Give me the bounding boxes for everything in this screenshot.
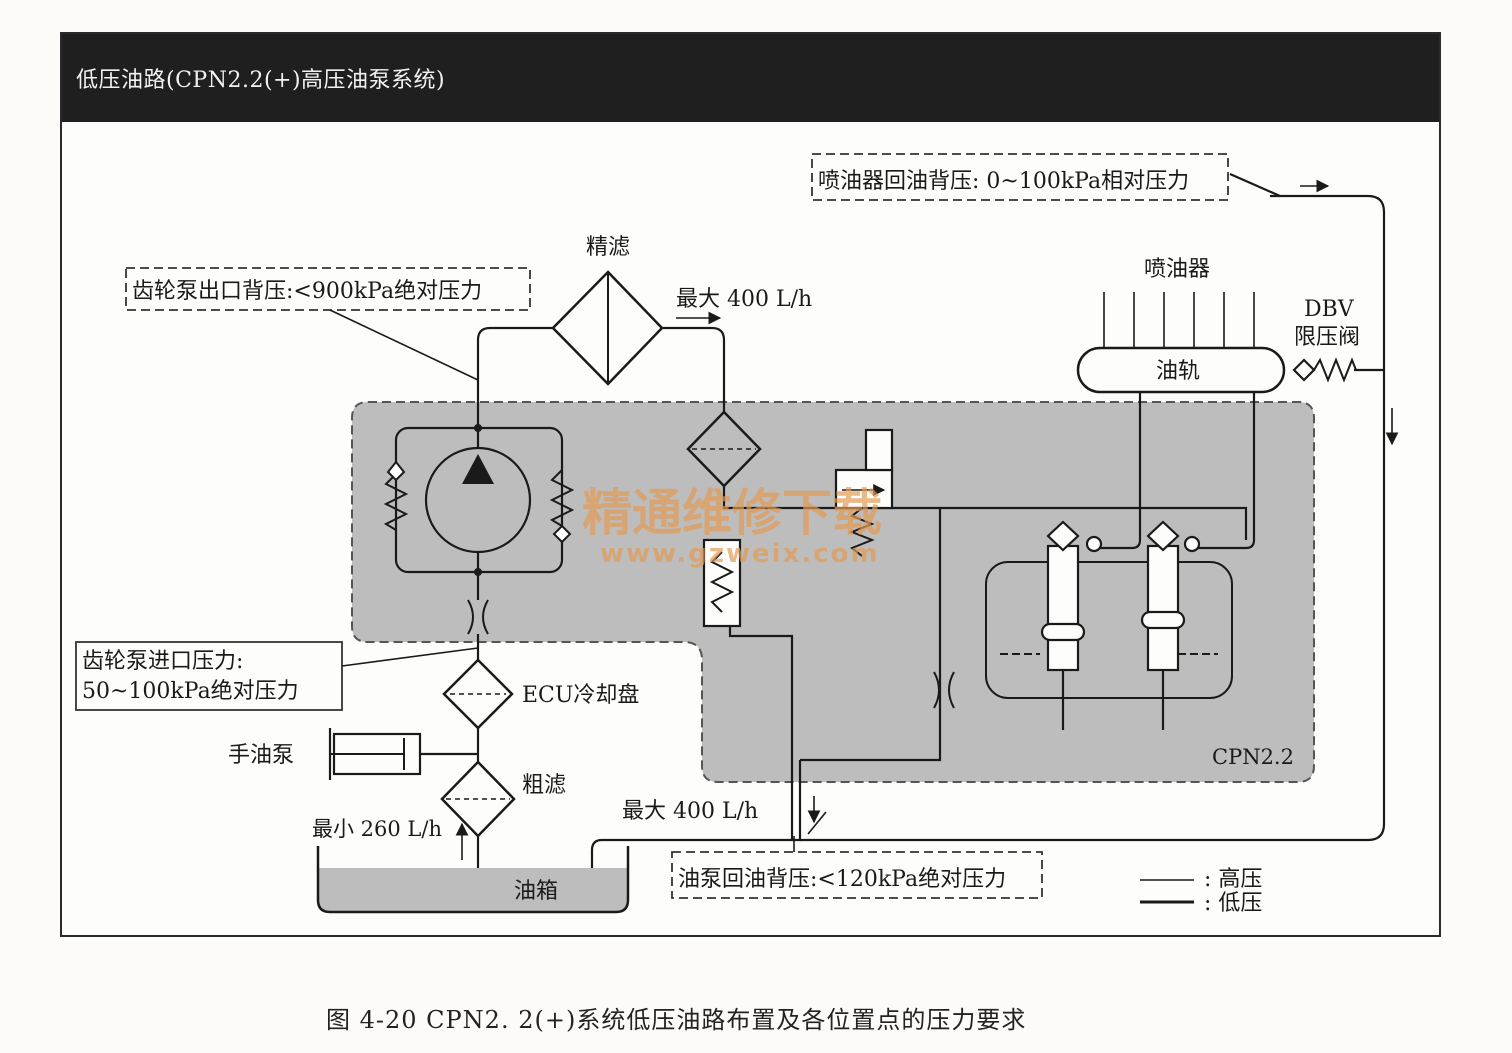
injector-return-leader <box>1229 172 1281 198</box>
pipe-chamber-feed <box>940 506 1248 540</box>
pipe-rail-left <box>1100 392 1142 550</box>
spring-right-icon <box>549 469 575 527</box>
fuel-tank <box>316 846 630 914</box>
high-pressure-chamber <box>985 561 1233 699</box>
plunger-right <box>1140 520 1201 730</box>
label-cpn: CPN2.2 <box>1212 745 1294 769</box>
plunger-left <box>1040 520 1103 730</box>
injector-lines <box>1103 292 1255 348</box>
watermark-url: www.gzweix.com <box>600 539 880 569</box>
figure-caption: 图 4-20 CPN2. 2(+)系统低压油路布置及各位置点的压力要求 <box>326 1006 1027 1034</box>
spring-left-icon <box>383 473 409 531</box>
fuel-rail <box>1076 346 1286 394</box>
label-dbv-valve: 限压阀 <box>1294 325 1360 350</box>
pipe-bottom-loop <box>800 720 942 762</box>
callout-gear-pump-inlet <box>75 641 343 711</box>
callout-pump-return <box>671 851 1043 899</box>
label-max-flow-top: 最大 400 L/h <box>676 287 812 312</box>
label-pump-return: 油泵回油背压:<120kPa绝对压力 <box>678 867 1006 892</box>
label-tank: 油箱 <box>514 879 558 904</box>
pipe-return-tank <box>590 760 802 900</box>
label-injector-return: 喷油器回油背压: 0~100kPa相对压力 <box>818 169 1189 194</box>
pressure-regulator <box>702 538 742 628</box>
watermark-title: 精通维修下载 <box>582 484 882 542</box>
dbv-valve-icon <box>1292 358 1316 382</box>
label-gear-pump-outlet: 齿轮泵出口背压:<900kPa绝对压力 <box>132 279 482 304</box>
legend-high: : 高压 <box>1204 867 1262 892</box>
pipe-return-main <box>800 194 1386 842</box>
header-title: 低压油路(CPN2.2(+)高压油泵系统) <box>76 68 446 93</box>
pipe-pump-to-filter <box>476 326 553 428</box>
valve-spring-icon <box>849 507 875 557</box>
label-fine-filter: 精滤 <box>586 235 630 260</box>
pump-direction-icon <box>462 454 494 484</box>
pipe-filter-out <box>662 326 726 412</box>
pipe-filter2-down <box>722 486 942 720</box>
label-gear-pump-inlet-2: 50~100kPa绝对压力 <box>82 679 299 704</box>
callout-injector-return <box>811 153 1229 201</box>
header-bar: 低压油路(CPN2.2(+)高压油泵系统) <box>62 34 1439 122</box>
label-gear-pump-inlet-1: 齿轮泵进口压力: <box>82 649 243 674</box>
label-hand-pump: 手油泵 <box>228 743 294 768</box>
callout-gear-pump-outlet <box>125 267 531 311</box>
label-max-flow-bottom: 最大 400 L/h <box>622 799 758 824</box>
label-min-flow: 最小 260 L/h <box>312 817 442 841</box>
legend-low: : 低压 <box>1204 891 1262 916</box>
throttle-icon <box>467 599 489 635</box>
throttle-2-icon <box>933 671 955 709</box>
label-ecu-cooling: ECU冷却盘 <box>522 683 639 708</box>
label-rail: 油轨 <box>1156 359 1200 384</box>
fuel-tank-fill <box>318 868 628 912</box>
label-injectors: 喷油器 <box>1144 257 1210 282</box>
label-coarse-filter: 粗滤 <box>522 773 566 798</box>
label-dbv: DBV <box>1304 297 1355 322</box>
pipe-rail-right <box>1192 392 1256 550</box>
